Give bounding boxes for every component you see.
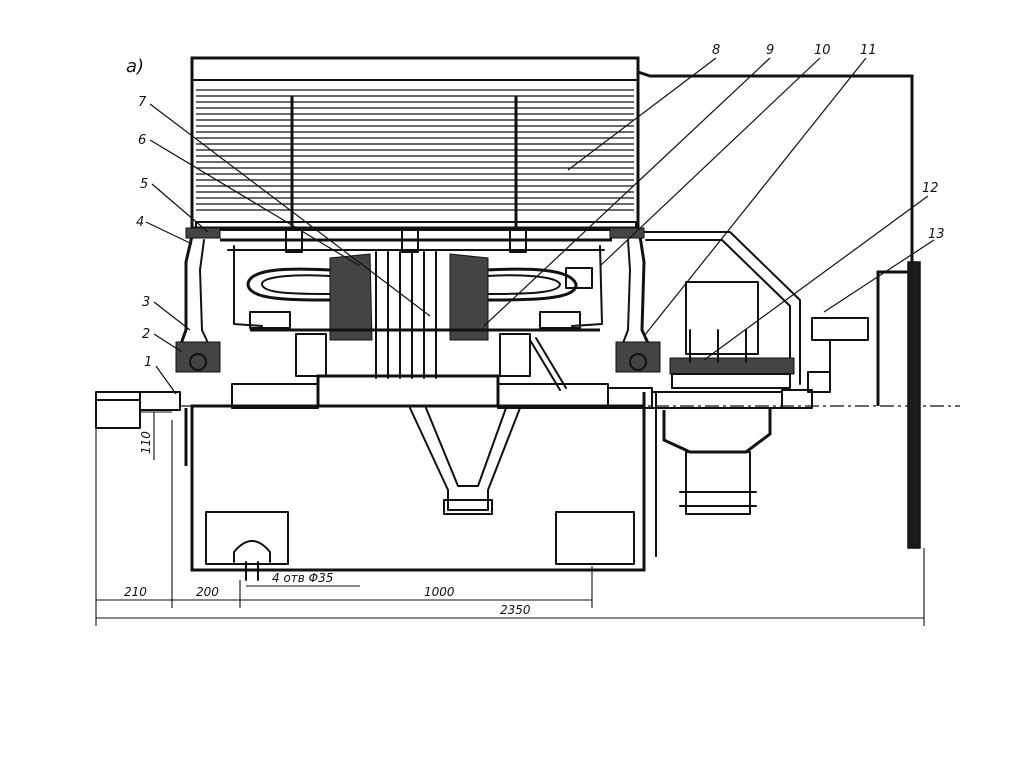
terminal-plate [907,261,921,549]
air-channel [409,407,521,515]
dim-1000: 1000 [424,585,455,599]
rotor-hub [249,311,600,391]
dim-2350: 2350 [500,603,531,617]
slip-ring-assembly [669,281,831,393]
air-duct [637,70,914,385]
dim-210: 210 [124,585,147,599]
callout-8: 8 [712,43,720,58]
callout-6: 6 [138,133,146,148]
callout-7: 7 [138,95,147,110]
air-cooler [190,56,640,231]
callout-9: 9 [766,43,774,58]
stator-frame [220,227,612,253]
base-frame [184,391,657,581]
callout-4: 4 [136,215,144,230]
end-shield-right [609,227,661,373]
dim-200: 200 [196,585,219,599]
callout-10: 10 [814,43,831,58]
callout-11: 11 [860,43,877,58]
dimension-lines [95,411,925,626]
end-shield-left [175,227,221,373]
callout-5: 5 [140,177,148,192]
callout-12: 12 [922,181,939,196]
dim-110: 110 [139,431,153,454]
callout-2: 2 [142,327,150,342]
exciter-housing [662,408,772,515]
stator-winding-right [485,245,603,327]
stator-core [329,251,489,379]
callout-3: 3 [142,295,150,310]
dim-holes: 4 отв Φ35 [272,571,333,585]
callout-13: 13 [928,227,945,242]
stator-winding-left [233,245,333,327]
figure-label: a) [126,56,144,77]
callout-1: 1 [144,355,152,370]
cover-13 [811,270,912,406]
callout-leaders [145,57,935,395]
